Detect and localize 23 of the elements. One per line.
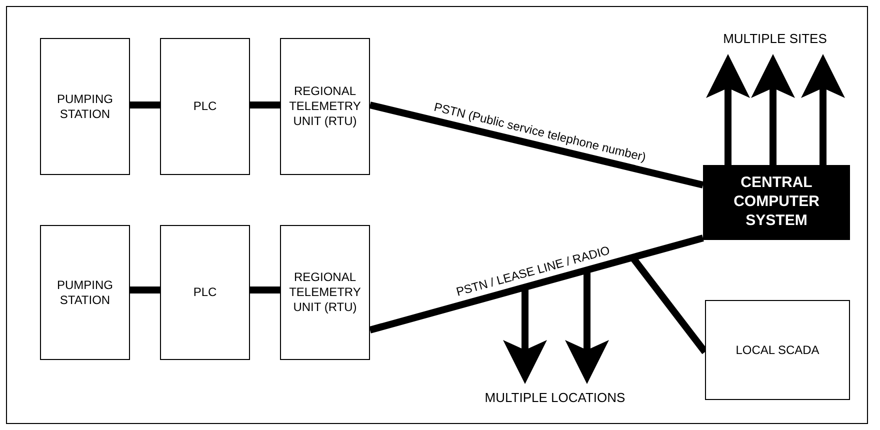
arrow (801, 54, 845, 165)
arrow (565, 271, 609, 384)
connection-line (130, 102, 160, 108)
process-box: PUMPING STATION (40, 225, 130, 360)
process-box: REGIONAL TELEMETRY UNIT (RTU) (280, 38, 370, 175)
arrow (503, 288, 547, 384)
process-box: LOCAL SCADA (705, 300, 850, 400)
process-box: REGIONAL TELEMETRY UNIT (RTU) (280, 225, 370, 360)
computer-system-box: CENTRAL COMPUTER SYSTEM (703, 165, 850, 240)
arrow (706, 54, 750, 165)
edge-label: PSTN / LEASE LINE / RADIO (454, 244, 612, 298)
destination-label: MULTIPLE SITES (705, 24, 845, 54)
process-box: PUMPING STATION (40, 38, 130, 175)
connection-line (369, 102, 704, 188)
process-box: PLC (160, 225, 250, 360)
connection-line (250, 102, 280, 108)
process-box: PLC (160, 38, 250, 175)
destination-label: MULTIPLE LOCATIONS (465, 384, 645, 412)
connection-line (369, 234, 704, 334)
connection-line (130, 286, 160, 294)
arrow (751, 54, 795, 165)
edge-label: PSTN (Public service telephone number) (432, 101, 647, 164)
connection-line (250, 286, 280, 294)
